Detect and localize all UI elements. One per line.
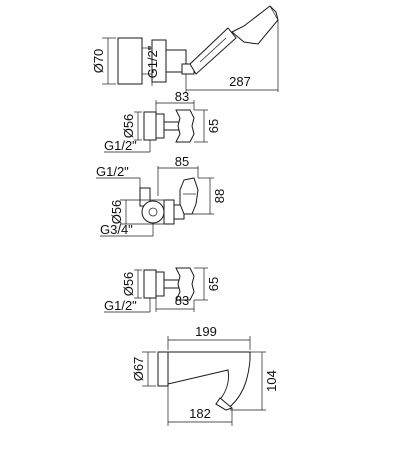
spout-rosette [157,351,169,387]
tap-bottom-drawing: Ø56 65 83 G1/2" [104,267,221,313]
shower-head [231,5,279,45]
shower-diameter-label: Ø70 [91,49,106,74]
tap-bottom-body [143,269,157,299]
tap-top-body [143,111,157,141]
diverter-width-label: 85 [175,154,189,169]
tap-top-diameter-label: Ø56 [121,114,136,139]
diverter-thread-top-label: G1/2" [96,164,129,179]
diverter-lever-handle [179,177,199,215]
tap-bottom-flange [155,271,165,297]
spout-drawing: 199 Ø67 104 182 [131,324,279,426]
spout-length-top-label: 199 [195,324,217,339]
diverter-thread-bottom-label: G3/4" [100,222,133,237]
diverter-body [141,200,165,224]
diverter-flange [163,199,175,225]
shower-holder-body [117,37,143,85]
tap-top-flange [155,113,165,139]
tap-top-width-label: 83 [175,89,189,104]
tap-top-thread-label: G1/2" [104,138,137,153]
shower-handle [189,27,237,75]
diverter-diameter-label: Ø56 [109,200,124,225]
tap-top-drawing: Ø56 83 65 G1/2" [104,89,221,153]
shower-set-drawing: Ø70 G1/2" 287 [91,5,279,92]
tap-top-cross-handle [175,109,195,143]
tap-bottom-thread-label: G1/2" [104,298,137,313]
diverter-drawing: G1/2" 85 88 Ø56 G3/4" [96,154,227,237]
tap-top-height-label: 65 [206,119,221,133]
shower-length-label: 287 [229,74,251,89]
diverter-port [148,207,158,217]
tap-bottom-height-label: 65 [206,277,221,291]
tap-bottom-cross-handle [175,267,195,301]
spout-diameter-label: Ø67 [131,357,146,382]
spout-body [167,351,251,411]
shower-connector [165,49,187,73]
shower-thread-label: G1/2" [145,45,160,78]
shower-head-face [269,5,279,21]
tap-bottom-width-label: 83 [175,293,189,308]
diverter-height-label: 88 [212,189,227,203]
spout-length-bottom-label: 182 [189,406,211,421]
shower-handle-line [199,37,227,63]
spout-height-label: 104 [264,370,279,392]
tap-bottom-diameter-label: Ø56 [121,272,136,297]
